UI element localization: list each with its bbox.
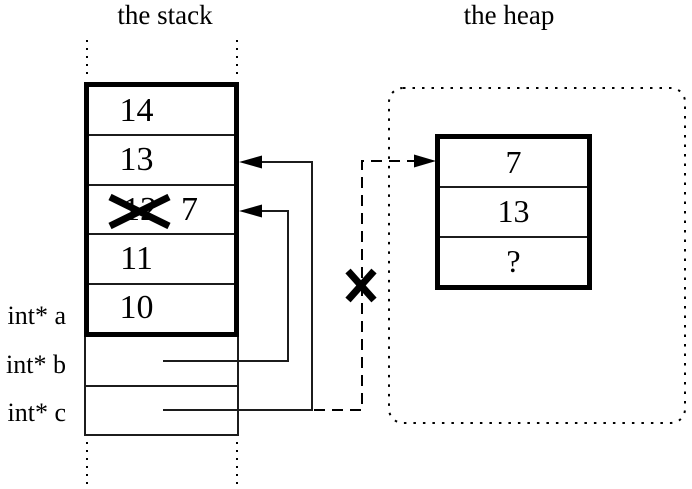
pointer-b-cell bbox=[86, 337, 237, 387]
heap-cell-unknown: ? bbox=[440, 238, 587, 285]
stack-cell-old-value: 12 bbox=[123, 190, 157, 228]
heap-cell-7-value: 7 bbox=[505, 144, 522, 181]
label-int-ptr-b: int* b bbox=[6, 350, 66, 379]
stack-cell-13: 13 bbox=[89, 136, 234, 186]
heap-cell-13-value: 13 bbox=[497, 193, 530, 230]
dangling-pointer-arrowhead-icon bbox=[414, 154, 436, 168]
heap-block-box: 7 13 ? bbox=[435, 134, 592, 290]
stack-title: the stack bbox=[117, 0, 213, 30]
stack-cell-13-value: 13 bbox=[119, 141, 154, 179]
label-int-ptr-c: int* c bbox=[7, 398, 67, 427]
pointer-variable-cells bbox=[84, 337, 239, 436]
stack-frame-box: 14 13 12 7 11 10 bbox=[84, 82, 239, 337]
stack-cell-10: 10 bbox=[89, 285, 234, 332]
stack-cell-new-value: 7 bbox=[181, 190, 198, 228]
stack-cell-11-value: 11 bbox=[120, 239, 153, 277]
stack-cell-10-value: 10 bbox=[119, 289, 154, 327]
heap-cell-13: 13 bbox=[440, 188, 587, 238]
heap-title: the heap bbox=[463, 0, 555, 30]
invalid-pointer-x-icon bbox=[345, 268, 377, 303]
stack-cell-14: 14 bbox=[89, 87, 234, 137]
pointer-c-cell bbox=[86, 387, 237, 435]
heap-cell-unknown-value: ? bbox=[506, 242, 521, 279]
stack-cell-12-overwritten: 12 7 bbox=[89, 186, 234, 236]
label-int-ptr-a: int* a bbox=[7, 301, 67, 330]
heap-cell-7: 7 bbox=[440, 139, 587, 189]
stack-cell-11: 11 bbox=[89, 235, 234, 285]
pointer-b-arrowhead-icon bbox=[239, 204, 262, 218]
stack-cell-14-value: 14 bbox=[119, 91, 154, 129]
pointer-c-arrowhead-icon bbox=[239, 155, 262, 169]
dangling-heap-pointer-dashed bbox=[314, 154, 436, 411]
